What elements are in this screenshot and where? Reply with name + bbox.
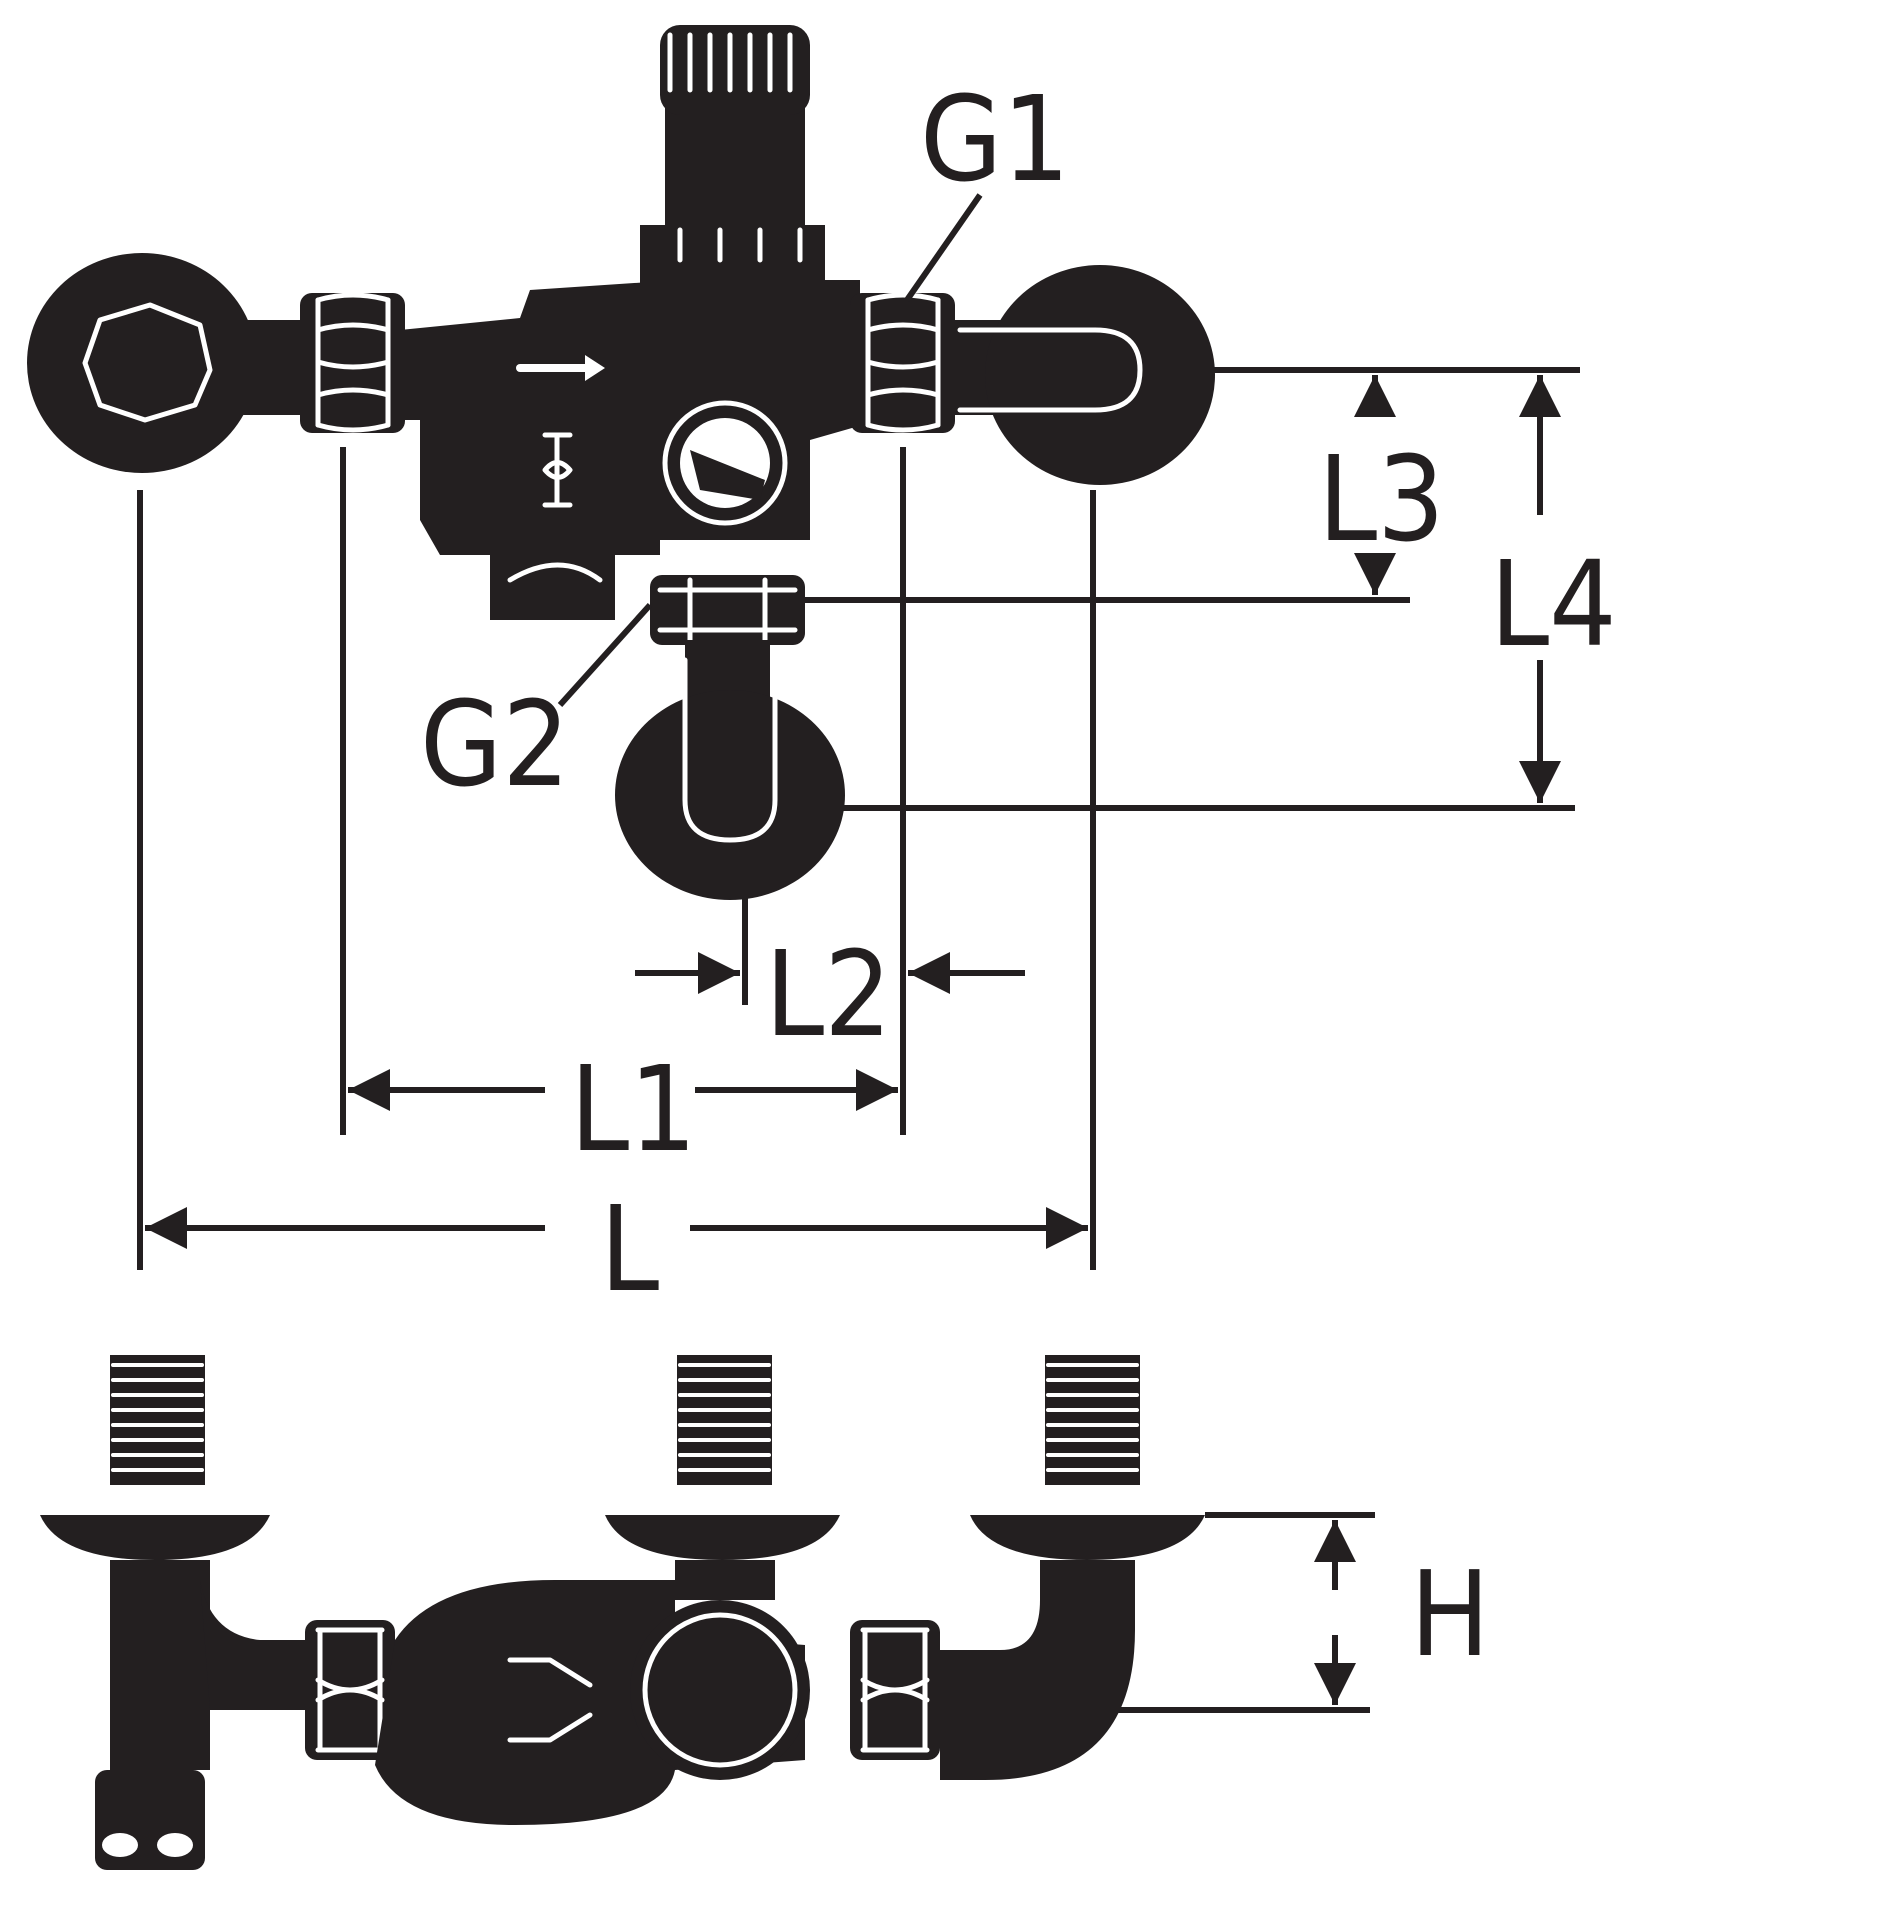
left-tee-fitting bbox=[95, 1560, 310, 1870]
right-rosette bbox=[970, 1515, 1205, 1560]
front-valve-body bbox=[375, 1560, 810, 1825]
left-union-nut bbox=[300, 292, 405, 433]
right-union-nut bbox=[850, 292, 955, 433]
right-threaded-stud bbox=[1045, 1355, 1140, 1485]
label-g1: G1 bbox=[920, 70, 1070, 208]
left-rosette bbox=[40, 1515, 270, 1560]
top-view: G1 G2 L L1 L2 L3 L4 bbox=[27, 25, 1617, 1318]
label-h: H bbox=[1410, 1545, 1490, 1683]
outlet-wall-flange bbox=[615, 640, 845, 900]
dimension-arrows bbox=[145, 375, 1561, 1249]
label-l4: L4 bbox=[1490, 535, 1617, 673]
front-right-union-nut bbox=[850, 1620, 940, 1760]
label-l: L bbox=[600, 1180, 659, 1318]
extension-lines bbox=[137, 367, 1580, 1270]
front-view: H bbox=[40, 1355, 1490, 1870]
label-g2: G2 bbox=[420, 675, 570, 813]
front-left-union-nut bbox=[305, 1620, 395, 1760]
left-wall-flange bbox=[27, 253, 310, 473]
valve-body bbox=[400, 25, 880, 620]
h-dimension bbox=[1100, 1512, 1375, 1713]
middle-rosette bbox=[605, 1515, 840, 1560]
middle-threaded-stud bbox=[677, 1355, 772, 1485]
label-l2: L2 bbox=[765, 925, 892, 1063]
left-threaded-stud bbox=[110, 1355, 205, 1485]
right-elbow-fitting bbox=[940, 1560, 1135, 1780]
label-l1: L1 bbox=[570, 1040, 697, 1178]
leader-lines bbox=[557, 193, 983, 708]
outlet-union-nut bbox=[650, 575, 805, 645]
right-wall-flange bbox=[950, 265, 1215, 485]
label-l3: L3 bbox=[1318, 430, 1445, 568]
